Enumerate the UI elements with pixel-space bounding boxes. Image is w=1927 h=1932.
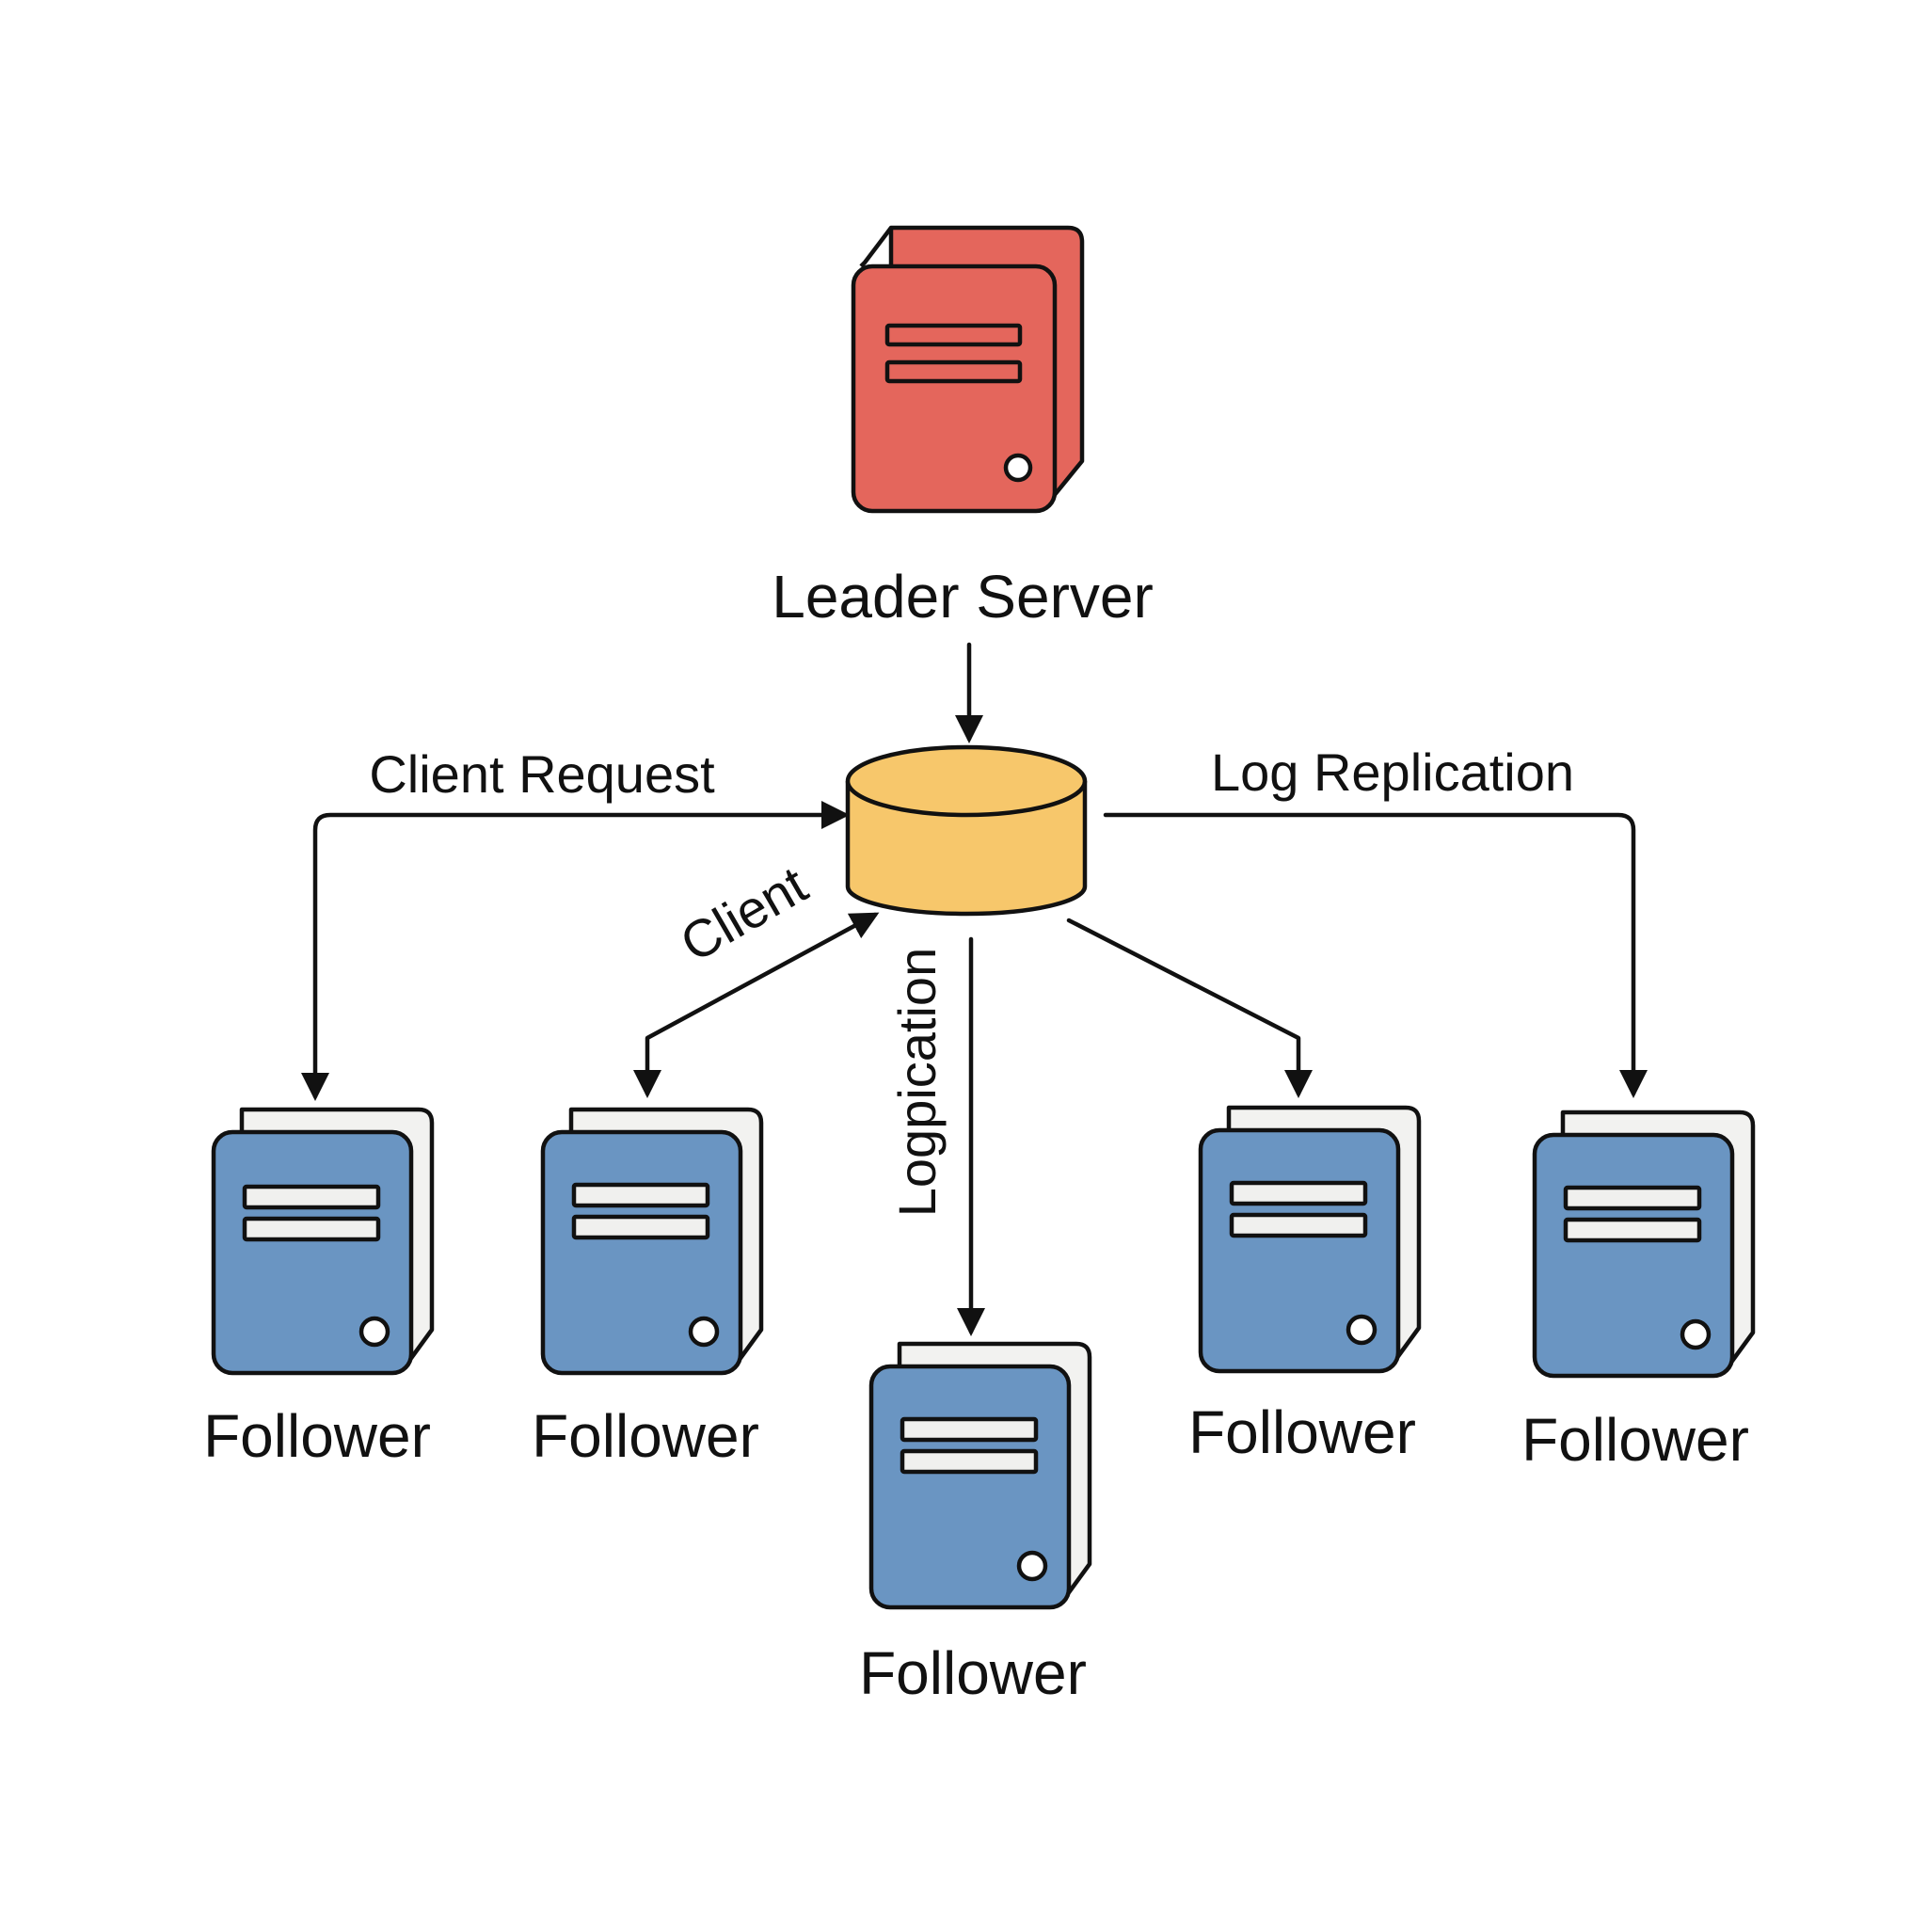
follower-server-2[interactable]	[540, 1107, 764, 1376]
server-icon	[540, 1107, 764, 1376]
label-client: Client	[671, 854, 818, 973]
label-client-request: Client Request	[369, 744, 715, 804]
edge-client-request	[301, 801, 850, 1101]
server-icon	[1198, 1105, 1422, 1374]
follower-server-3[interactable]	[868, 1341, 1092, 1610]
follower-server-5[interactable]	[1532, 1110, 1756, 1379]
edges	[301, 642, 1648, 1336]
edge-client	[633, 912, 880, 1098]
server-icon	[851, 225, 1085, 514]
follower-label-5: Follower	[1521, 1406, 1749, 1474]
follower-label-4: Follower	[1188, 1398, 1416, 1466]
follower-server-1[interactable]	[211, 1107, 435, 1376]
edge-to-follower-4	[1066, 918, 1313, 1098]
log-store[interactable]	[845, 744, 1088, 917]
label-log-replication: Log Replication	[1211, 742, 1574, 802]
server-icon	[211, 1107, 435, 1376]
leader-server[interactable]	[851, 225, 1085, 514]
leader-label: Leader Server	[772, 563, 1154, 631]
follower-label-1: Follower	[203, 1402, 431, 1470]
follower-label-3: Follower	[859, 1639, 1087, 1707]
follower-server-4[interactable]	[1198, 1105, 1422, 1374]
server-icon	[1532, 1110, 1756, 1379]
cylinder-database-icon	[845, 744, 1088, 917]
edge-log-replication	[1103, 812, 1648, 1098]
follower-label-2: Follower	[532, 1402, 759, 1470]
label-logpication: Logpication	[887, 948, 947, 1217]
server-icon	[868, 1341, 1092, 1610]
